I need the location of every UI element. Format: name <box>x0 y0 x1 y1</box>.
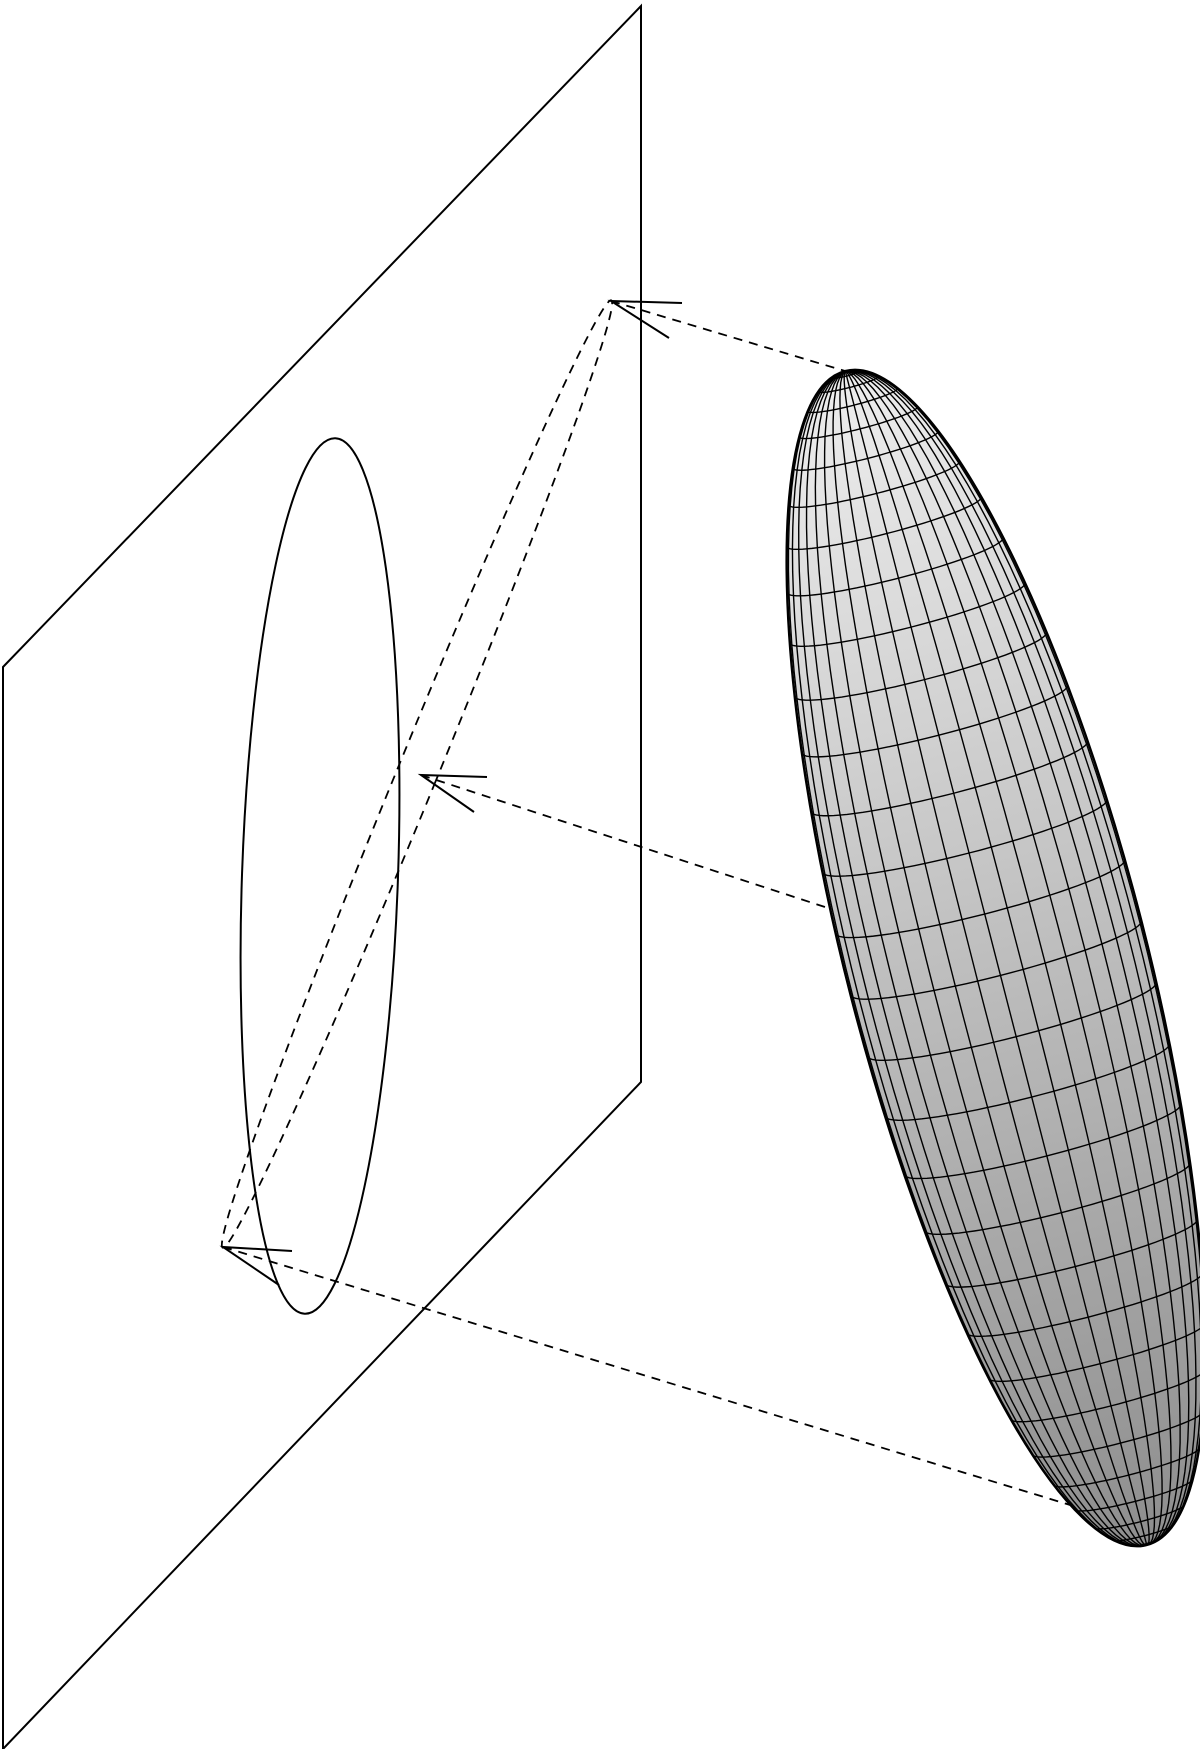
ellipsoid-meridian <box>814 370 1147 1547</box>
ellipsoid-meridian <box>798 370 1147 1548</box>
projection-line-middle <box>420 774 832 910</box>
arrowhead-icon <box>417 773 488 813</box>
ellipsoid-meridian <box>844 370 1150 1546</box>
arrowhead-icon <box>219 1245 293 1286</box>
ellipsoid-meridian <box>823 370 1147 1547</box>
ellipsoid-meridian <box>845 370 1172 1546</box>
ellipsoid-meridian <box>845 369 1200 1546</box>
projected-ellipse <box>239 437 401 1315</box>
ellipsoid-meridian <box>845 370 1156 1546</box>
ellipsoid-meridian <box>805 370 1147 1547</box>
arrowhead-icon <box>607 299 683 339</box>
ellipsoid-meridian <box>845 370 1181 1546</box>
projection-line-top <box>610 300 846 372</box>
projection-plane <box>1 3 642 1749</box>
ellipsoid-meridian <box>845 370 1163 1546</box>
ellipsoid-meridian <box>844 370 1148 1546</box>
ellipsoid-meridian <box>791 370 1147 1548</box>
ellipsoid-meridian <box>839 370 1147 1547</box>
ellipsoid-meridian <box>787 370 1147 1547</box>
ellipsoid-meridian <box>843 370 1147 1547</box>
ellipsoid-meridian <box>845 370 1190 1546</box>
ellipsoid-meridian <box>832 370 1147 1547</box>
ellipsoid-meridian <box>845 369 1200 1546</box>
dashed-ellipse-outline <box>220 299 614 1249</box>
ellipsoid-grid <box>786 369 1200 1548</box>
ellipsoid <box>785 368 1200 1548</box>
projection-line-bottom <box>222 1246 1127 1523</box>
ellipsoid-meridian <box>845 369 1197 1546</box>
